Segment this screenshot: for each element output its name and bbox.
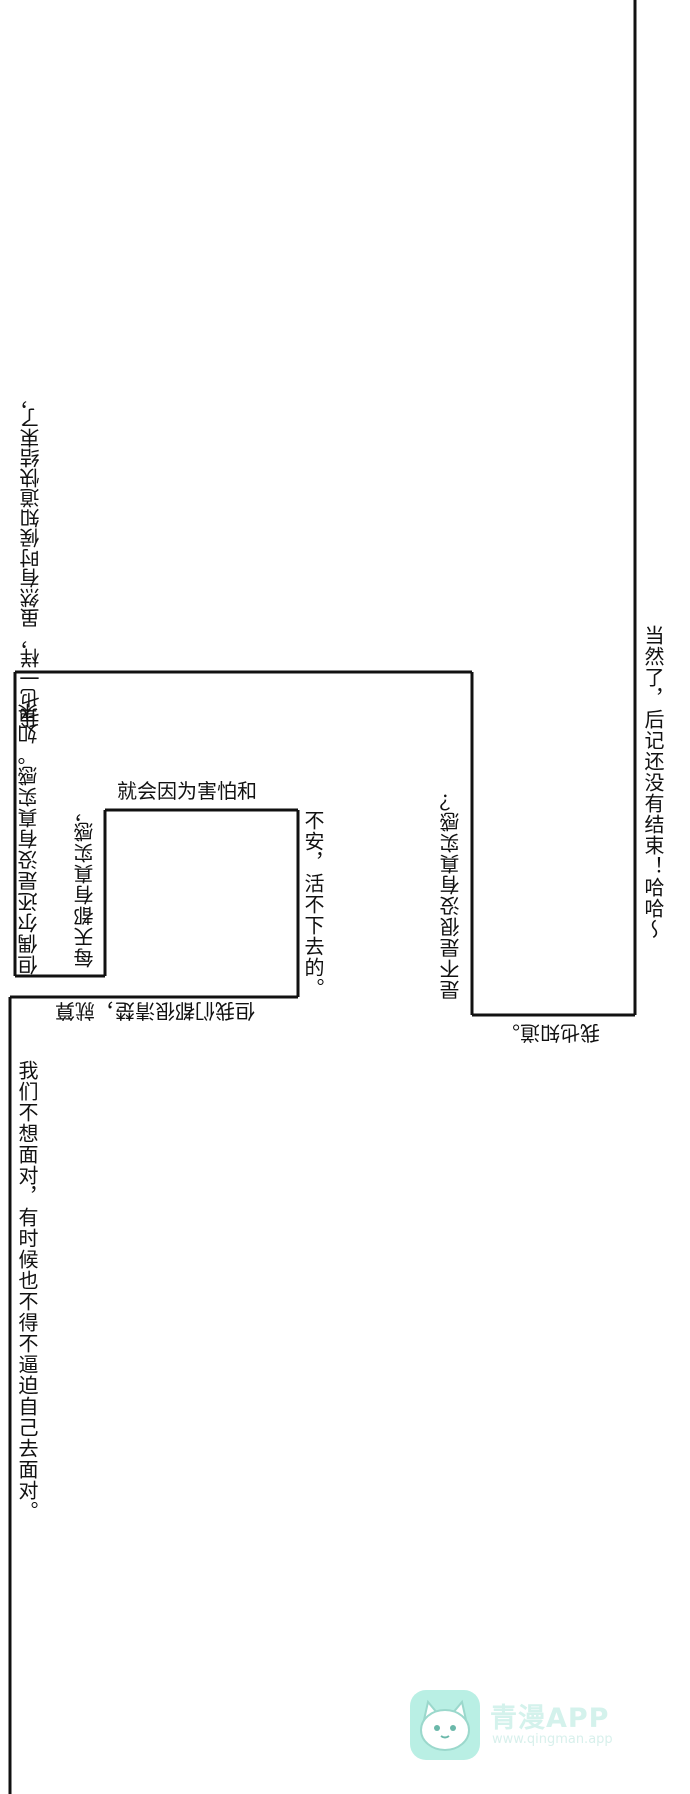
caption-mid-e: 每天都有真实感，	[73, 800, 97, 968]
caption-mid-c: 我也知道。	[500, 1021, 600, 1045]
caption-bottom-left: 我们不想面对，有时候也不得不逼迫自己去面对。	[15, 1060, 39, 1522]
watermark-url: www.qingman.app	[492, 1732, 613, 1747]
caption-mid-b: 是不是很没有真实感？	[439, 790, 463, 1000]
caption-top-right: 当然了，后记还没有结束！哈哈～	[641, 625, 665, 940]
caption-mid-a: 我也一样，虽然有时候知道快结束了，	[19, 388, 43, 728]
caption-mid-f: 就会因为害怕和	[117, 779, 257, 803]
caption-mid-g: 不安，活不下去的。	[301, 810, 325, 999]
caption-mid-h: 但我们都很清楚，就算	[55, 999, 255, 1023]
caption-mid-d: 但偶尔还是没有真实感。如果	[17, 702, 41, 975]
watermark: 青漫APP www.qingman.app	[410, 1690, 650, 1760]
cat-face-icon	[410, 1690, 480, 1760]
watermark-name: 青漫APP	[490, 1703, 610, 1734]
